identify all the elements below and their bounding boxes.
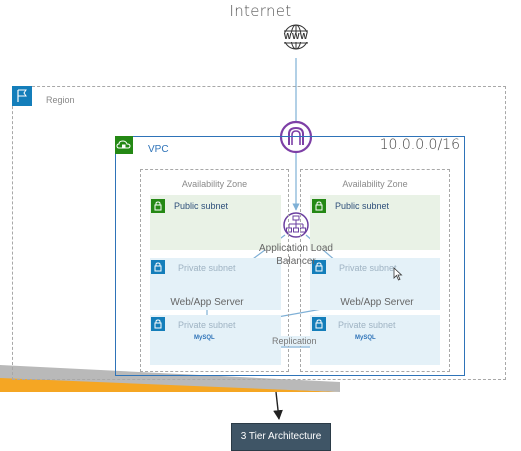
web-server-label: Web/App Server: [340, 297, 414, 308]
lock-icon: [151, 260, 165, 274]
private-subnet-label: Private subnet: [339, 263, 397, 273]
www-globe-icon: [282, 24, 310, 50]
private-subnet-app-1: [150, 258, 281, 310]
vpc-boundary: [115, 136, 465, 376]
lock-icon: [312, 260, 326, 274]
replication-label: Replication: [270, 336, 319, 346]
availability-zone-2: [300, 169, 450, 372]
public-subnet-label: Public subnet: [335, 201, 390, 211]
availability-zone-label: Availability Zone: [181, 179, 248, 189]
vpc-label: VPC: [148, 144, 169, 155]
private-subnet-label: Private subnet: [178, 263, 236, 273]
internet-gateway-icon: [279, 120, 313, 154]
mouse-cursor-icon: [393, 267, 403, 281]
lock-icon: [312, 199, 326, 213]
cloud-lock-icon: [115, 136, 133, 154]
public-subnet-2: [310, 195, 440, 250]
lock-icon: [312, 317, 326, 331]
caption-arrow: [273, 391, 283, 420]
load-balancer-label-line2: Balancer: [276, 256, 316, 267]
load-balancer-icon: [283, 212, 309, 238]
lock-icon: [151, 317, 165, 331]
www-globe-text: WWW: [283, 32, 309, 41]
mysql-text: MySQL: [355, 335, 376, 341]
availability-zone-1: [140, 169, 289, 372]
region-label: Region: [46, 95, 75, 105]
web-server-label: Web/App Server: [170, 297, 244, 308]
lock-icon: [151, 199, 165, 213]
vpc-cidr: 10.0.0.0/16: [379, 137, 460, 153]
private-subnet-label: Private subnet: [178, 320, 236, 330]
mysql-text: MySQL: [194, 335, 215, 341]
flag-icon: [12, 86, 32, 106]
public-subnet-1: [150, 195, 281, 250]
public-subnet-label: Public subnet: [174, 201, 229, 211]
private-subnet-label: Private subnet: [338, 320, 396, 330]
load-balancer-label-line1: Application Load: [259, 243, 333, 254]
private-subnet-db-2: [310, 315, 440, 365]
diagram-caption: 3 Tier Architecture: [231, 423, 331, 451]
decorative-grey-stripe: [0, 365, 340, 392]
private-subnet-app-2: [310, 258, 440, 310]
private-subnet-db-1: [150, 315, 281, 365]
internet-label: Internet: [229, 2, 292, 20]
region-boundary: [12, 86, 506, 380]
availability-zone-label: Availability Zone: [342, 179, 408, 189]
